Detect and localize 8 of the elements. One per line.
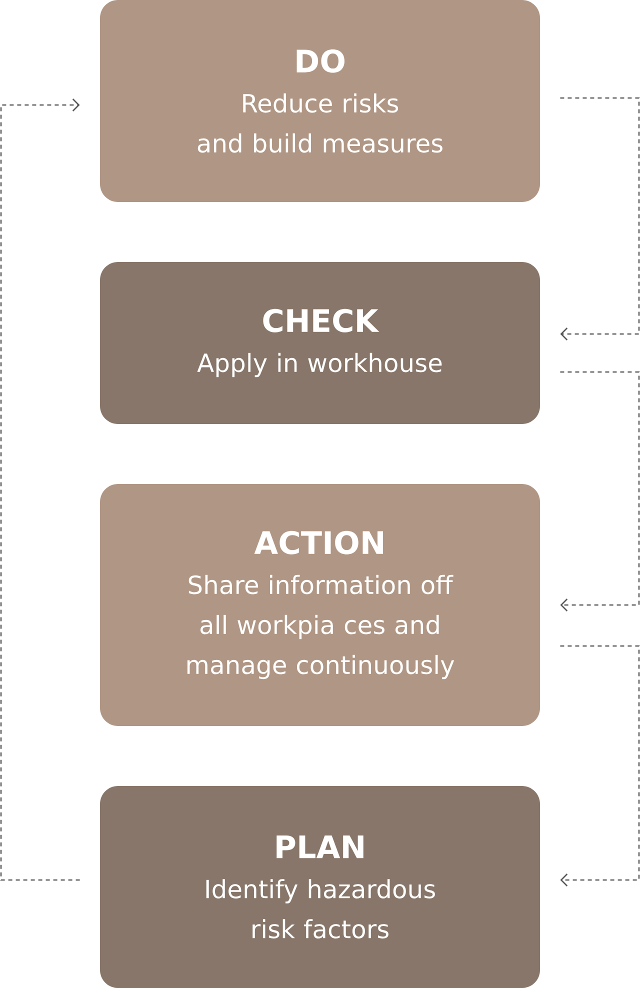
arrow bbox=[560, 97, 640, 340]
process-box: DO Reduce risks and build measures bbox=[100, 0, 540, 202]
arrow bbox=[560, 371, 640, 612]
arrow bbox=[0, 98, 80, 881]
process-box: CHECK Apply in workhouse bbox=[100, 262, 540, 424]
process-box: ACTION Share information off all workpia ces and manage continuously bbox=[100, 484, 540, 726]
arrow bbox=[560, 645, 640, 886]
process-box: PLAN Identify hazardous risk factors bbox=[100, 786, 540, 988]
